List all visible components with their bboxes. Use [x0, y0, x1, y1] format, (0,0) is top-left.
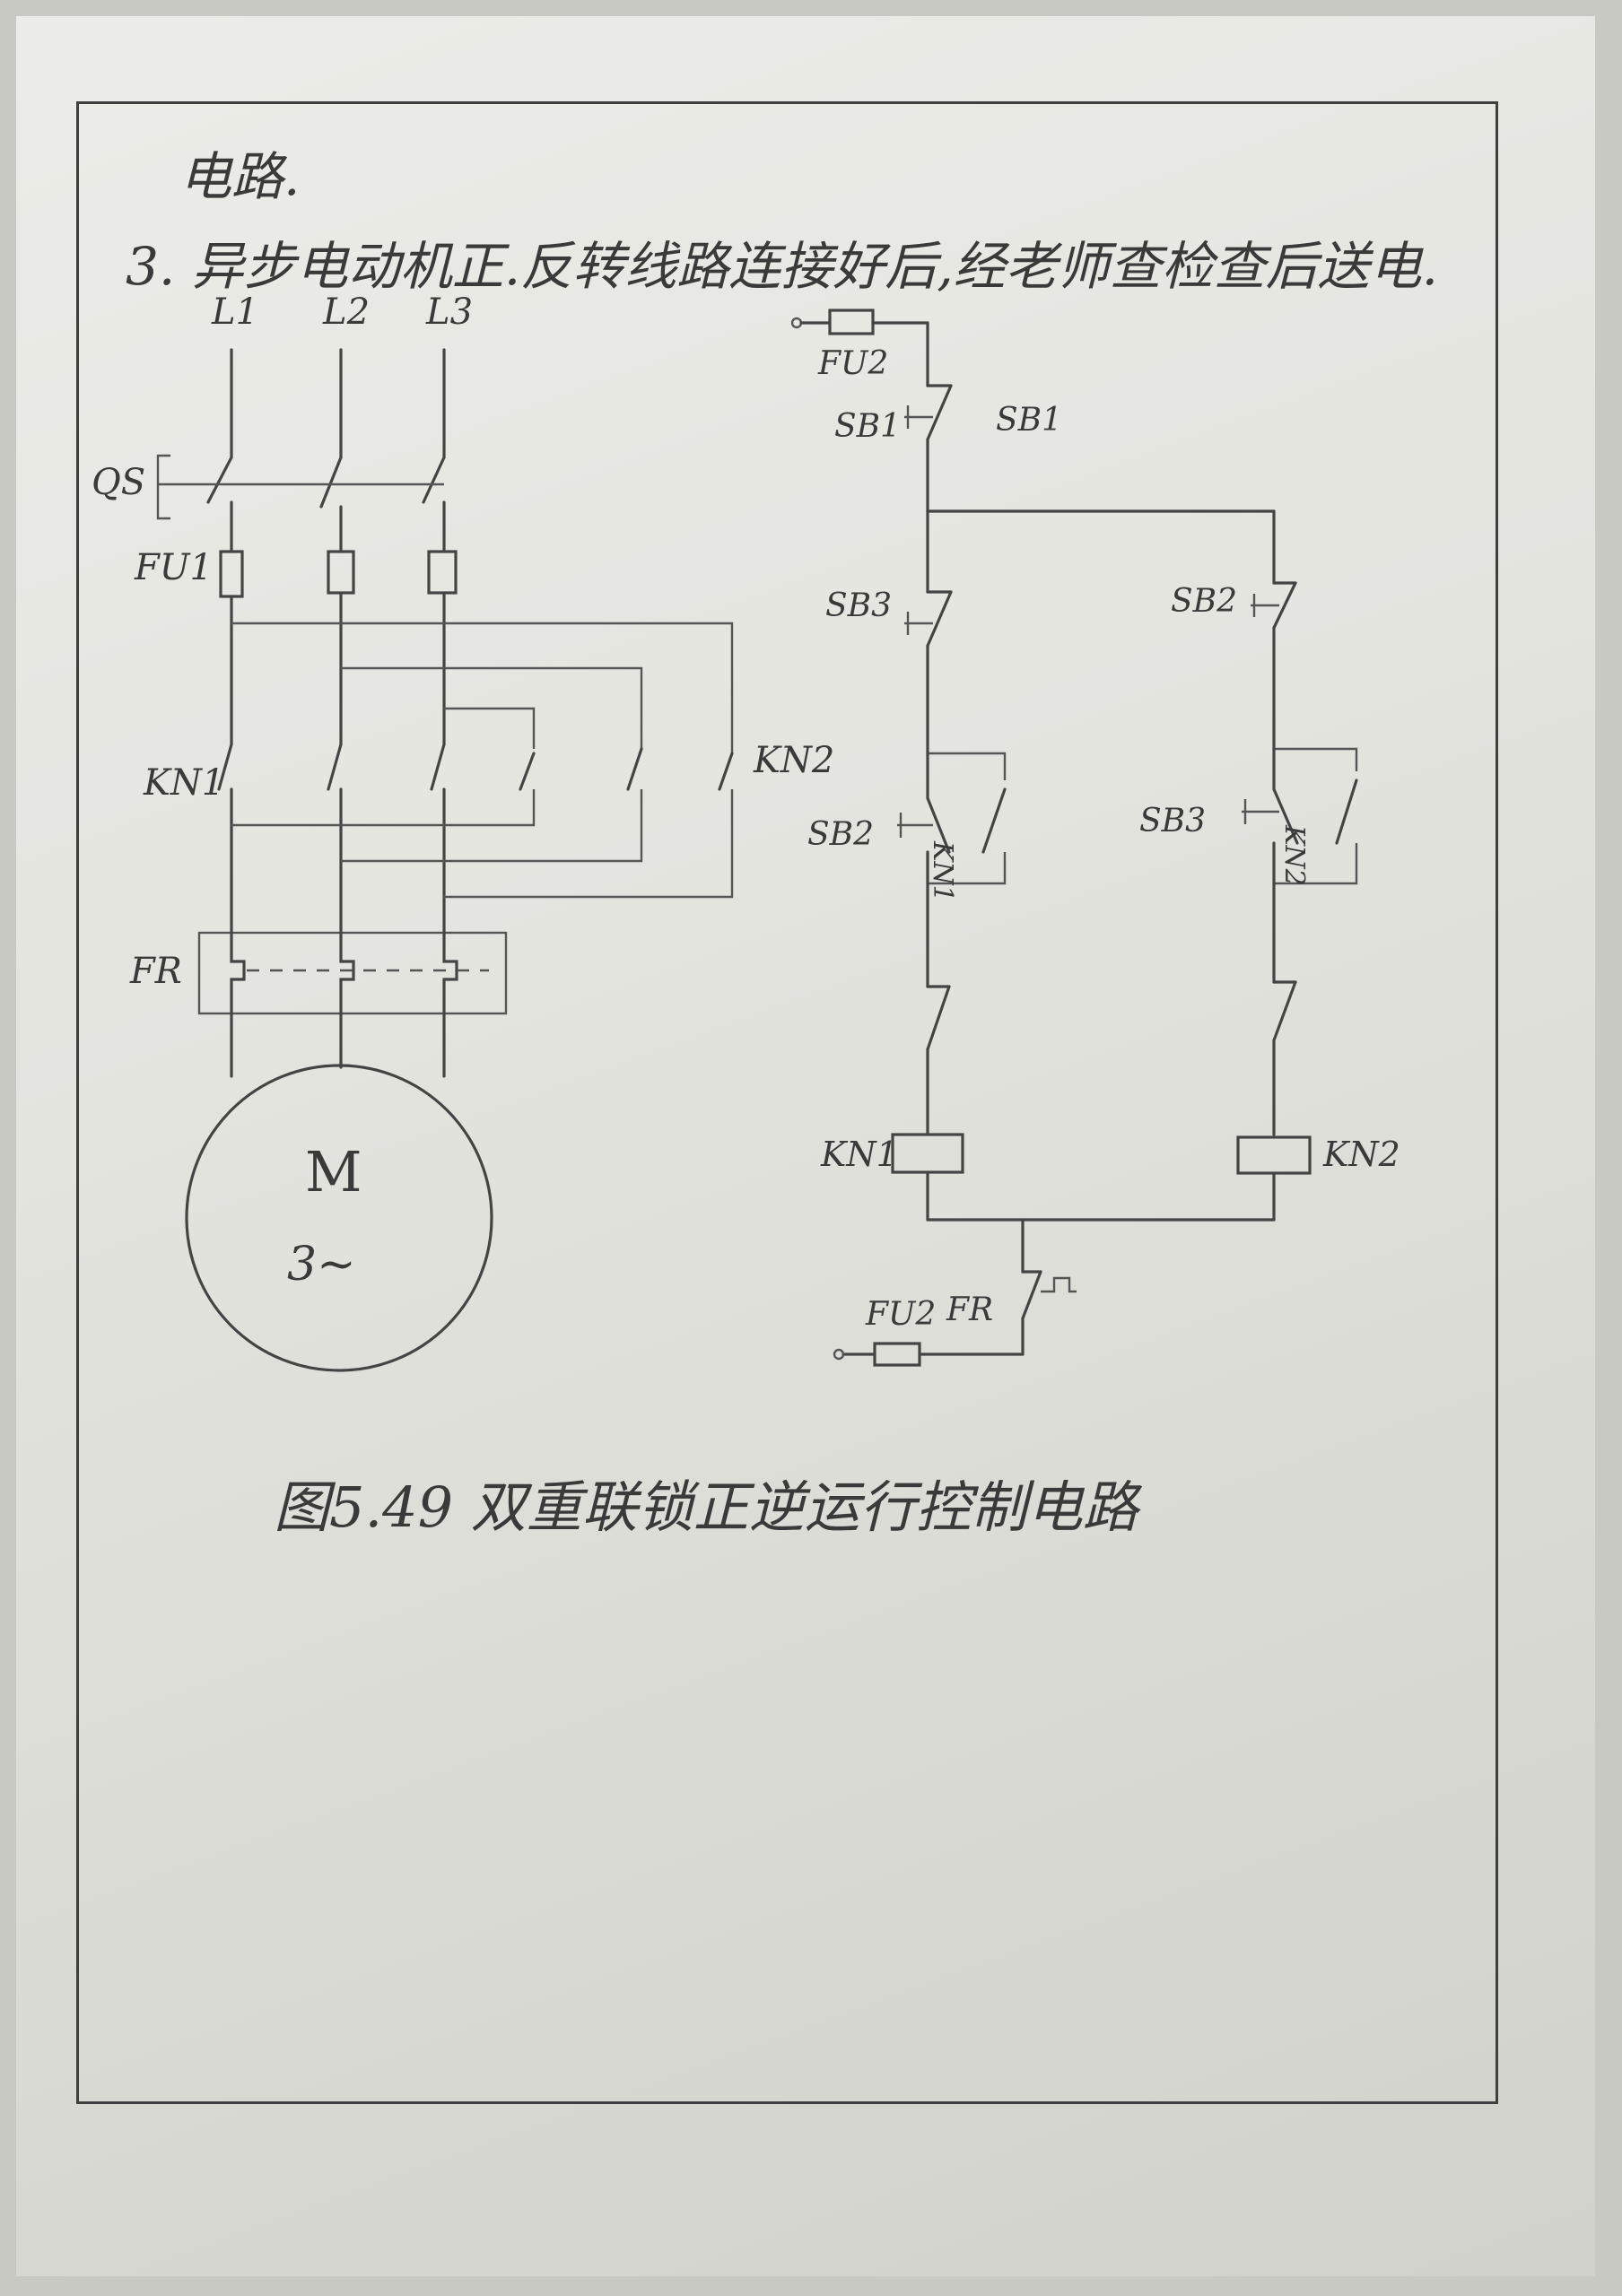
instruction-text: 3. 异步电动机正.反转线路连接好后,经老师查检查后送电. [126, 236, 1439, 297]
label-kn2-coil: KN2 [1323, 1135, 1400, 1174]
label-kn2-aux: KN2 [1278, 825, 1310, 886]
phase-label-l3: L3 [426, 291, 474, 333]
phase-label-l2: L2 [323, 291, 371, 333]
label-fu2-bottom: FU2 [866, 1296, 937, 1333]
label-fr-power: FR [130, 951, 182, 992]
label-qs: QS [92, 462, 146, 503]
label-sb2-left: SB2 [807, 816, 875, 853]
label-fr-control: FR [946, 1292, 994, 1328]
label-sb2-right: SB2 [1171, 583, 1238, 620]
figure-caption: 图5.49 双重联锁正逆运行控制电路 [274, 1474, 1138, 1540]
label-sb1-left: SB1 [834, 408, 902, 445]
label-sb3-left: SB3 [825, 587, 893, 624]
label-kn1-aux: KN1 [927, 841, 958, 902]
label-kn1-coil: KN1 [821, 1135, 898, 1174]
label-sb1-right: SB1 [996, 402, 1063, 439]
page-border [76, 101, 1498, 2104]
label-fu1: FU1 [135, 547, 213, 588]
label-fu2-top: FU2 [818, 345, 889, 382]
phase-label-l1: L1 [212, 291, 259, 333]
label-kn1-power: KN1 [144, 762, 225, 804]
paper-sheet [16, 16, 1595, 2276]
label-sb3-right: SB3 [1139, 803, 1207, 839]
motor-phase-label: 3~ [287, 1238, 356, 1292]
page-heading: 电路. [179, 146, 301, 207]
motor-symbol [185, 1064, 493, 1372]
label-kn2-power: KN2 [754, 740, 835, 781]
motor-symbol-label: M [305, 1139, 362, 1205]
